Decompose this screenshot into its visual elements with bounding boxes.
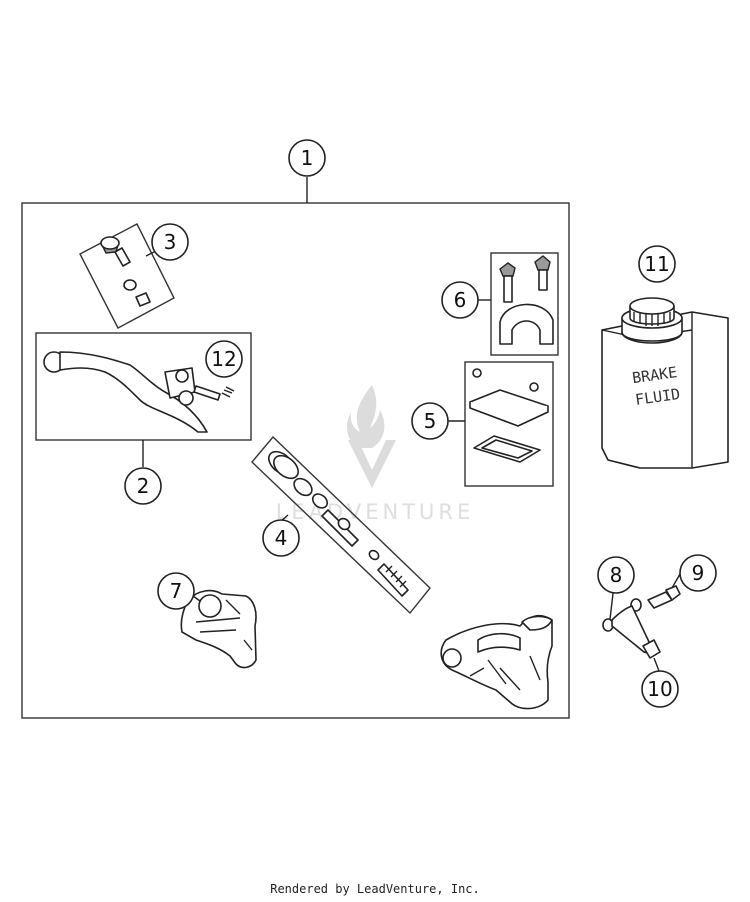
svg-text:11: 11 (644, 252, 669, 276)
callout-3: 3 (151, 223, 189, 261)
svg-text:9: 9 (692, 561, 705, 585)
kit-box (21, 202, 570, 719)
svg-text:3: 3 (164, 230, 177, 254)
svg-text:6: 6 (454, 288, 467, 312)
part-6-clamp-set (477, 252, 559, 356)
part-7-clamp-half (180, 589, 257, 669)
callout-1: 1 (288, 139, 326, 177)
callout-2: 2 (124, 467, 162, 505)
callout-6: 6 (441, 281, 479, 319)
svg-text:8: 8 (610, 563, 623, 587)
svg-text:2: 2 (137, 474, 150, 498)
svg-text:4: 4 (275, 526, 288, 550)
part-2-lever-assembly (35, 332, 252, 467)
svg-text:1: 1 (301, 146, 314, 170)
watermark-logo (346, 385, 396, 488)
part-5-cover-set (448, 361, 554, 487)
callout-4: 4 (262, 519, 300, 557)
callout-12: 12 (205, 340, 243, 378)
footer-credit: Rendered by LeadVenture, Inc. (270, 882, 480, 896)
svg-text:7: 7 (170, 579, 183, 603)
callout-11: 11 (638, 245, 676, 283)
svg-text:5: 5 (424, 409, 437, 433)
callout-7: 7 (157, 572, 195, 610)
callout-10: 10 (641, 670, 679, 708)
callout-8: 8 (597, 556, 635, 594)
watermark-text: LEADVENTURE (276, 500, 475, 524)
svg-text:12: 12 (211, 347, 236, 371)
callout-9: 9 (679, 554, 717, 592)
part-11-brake-fluid-bottle: BRAKE FLUID (601, 297, 729, 469)
callout-5: 5 (411, 402, 449, 440)
part-4-seal-kit (251, 435, 431, 615)
master-cylinder-body (440, 614, 553, 710)
svg-text:10: 10 (647, 677, 672, 701)
